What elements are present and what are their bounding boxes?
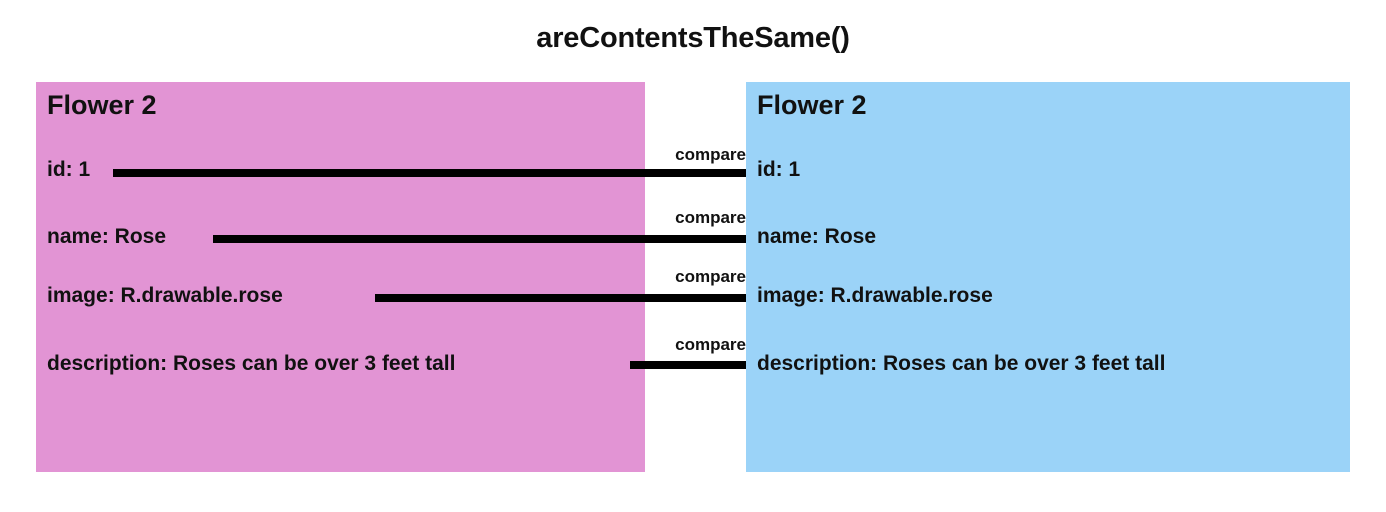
left-field-description: description: Roses can be over 3 feet ta…: [47, 352, 456, 375]
left-field-id: id: 1: [47, 158, 91, 181]
right-field-name: name: Rose: [757, 225, 877, 248]
left-panel-heading: Flower 2: [47, 90, 157, 120]
compare-label-id: compare: [675, 145, 746, 164]
compare-label-description: compare: [675, 335, 746, 354]
right-field-id: id: 1: [757, 158, 801, 181]
right-field-description: description: Roses can be over 3 feet ta…: [757, 352, 1166, 375]
right-field-image: image: R.drawable.rose: [757, 284, 993, 307]
connector-line-description: [630, 361, 746, 369]
left-field-image: image: R.drawable.rose: [47, 284, 283, 307]
left-field-name: name: Rose: [47, 225, 167, 248]
right-object-panel: Flower 2 id: 1 name: Rose image: R.drawa…: [746, 82, 1350, 472]
compare-label-name: compare: [675, 208, 746, 227]
connector-line-id: [113, 169, 746, 177]
connector-line-image: [375, 294, 746, 302]
connector-line-name: [213, 235, 746, 243]
page-title: areContentsTheSame(): [536, 22, 850, 54]
left-object-panel: Flower 2 id: 1 name: Rose image: R.drawa…: [36, 82, 645, 472]
compare-label-image: compare: [675, 267, 746, 286]
right-panel-heading: Flower 2: [757, 90, 867, 120]
